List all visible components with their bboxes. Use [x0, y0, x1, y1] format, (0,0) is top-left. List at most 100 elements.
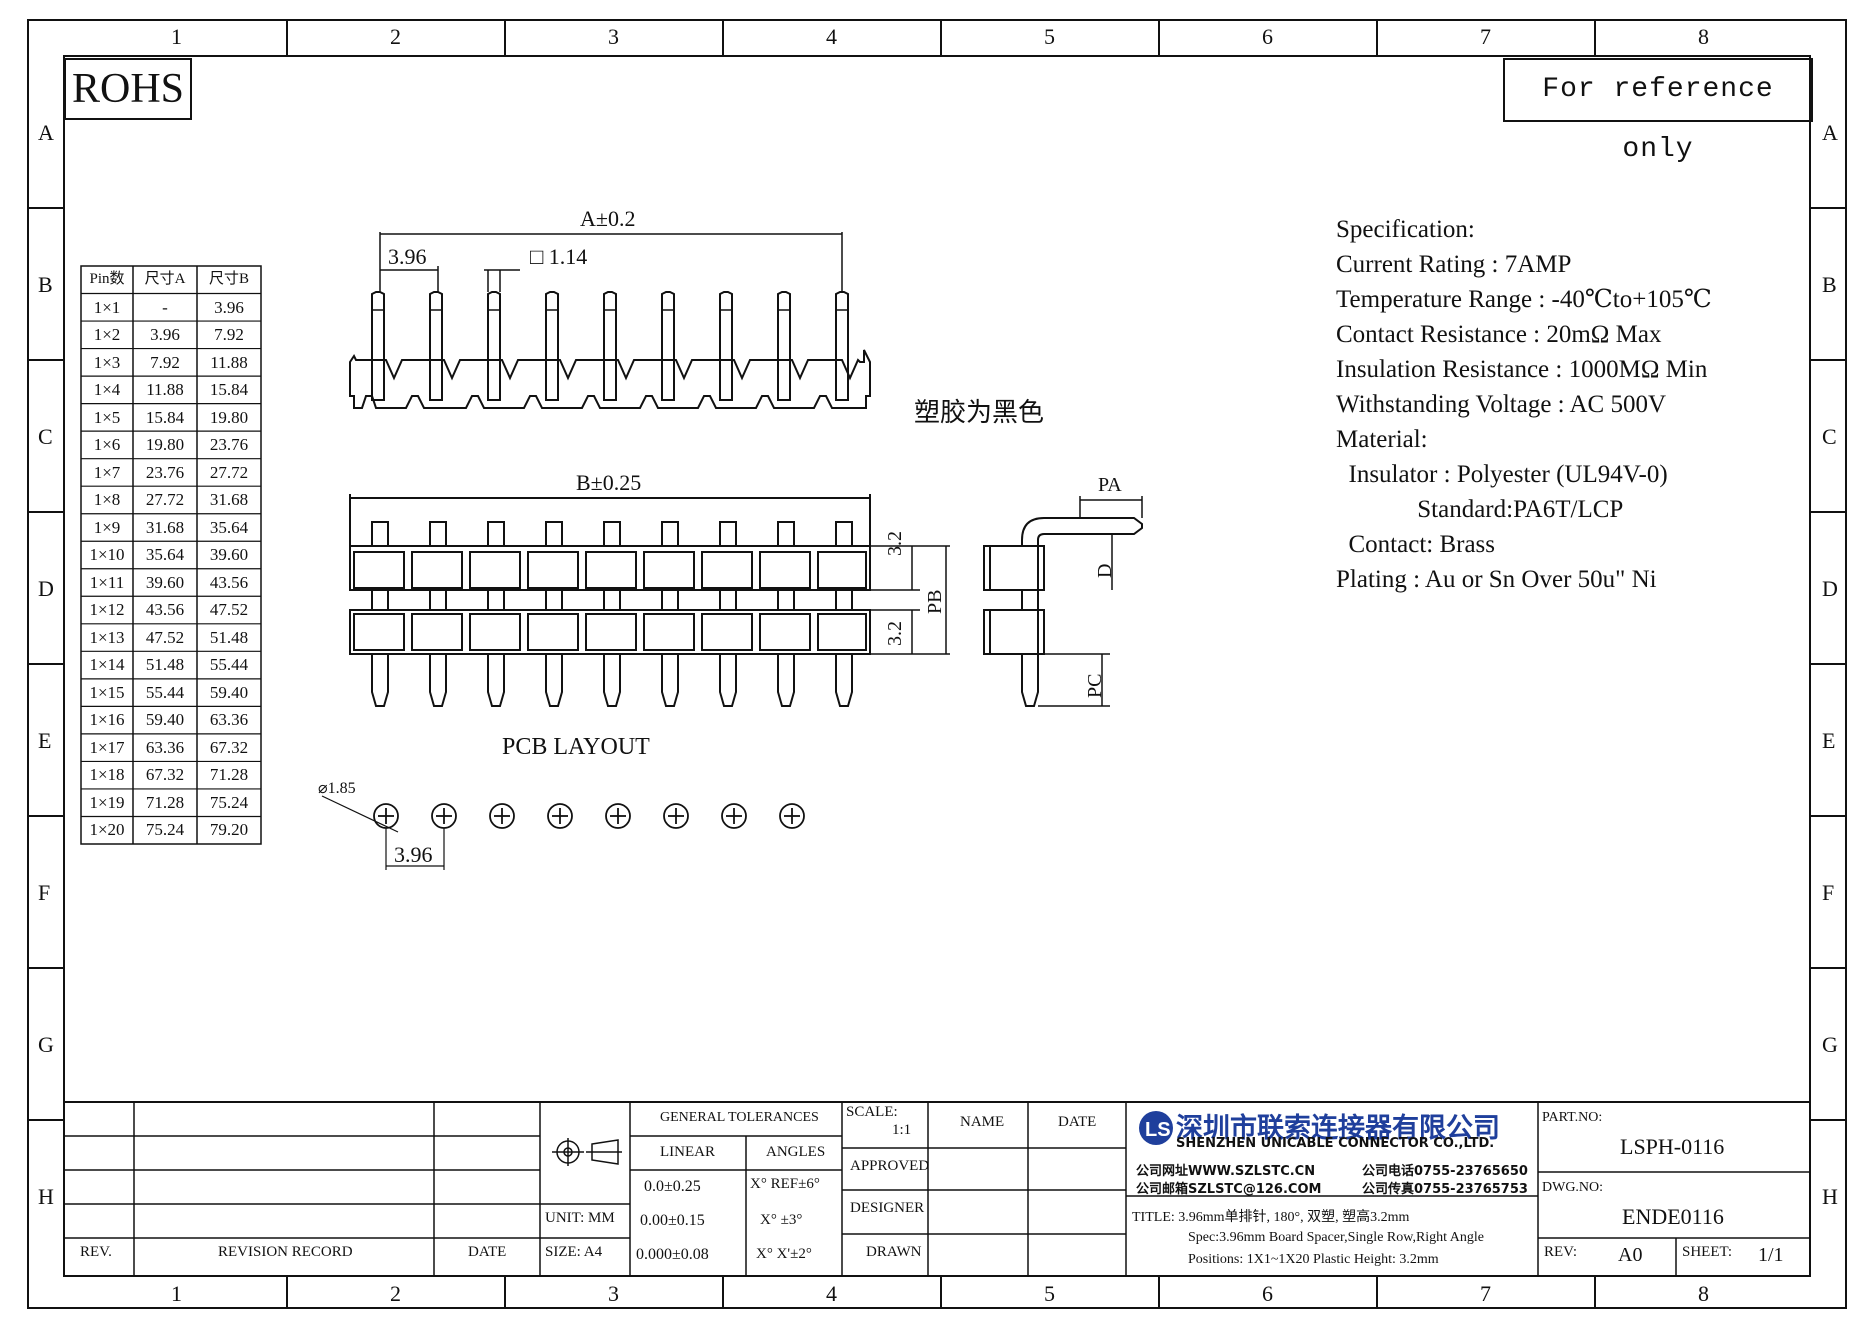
linear-header: LINEAR	[660, 1144, 715, 1160]
pin-table-cell: 1×15	[89, 682, 125, 702]
bottom-zone-col-3: 3	[608, 1281, 619, 1306]
drawing-title: TITLE: 3.96mm单排针, 180°, 双塑, 塑高3.2mm	[1132, 1210, 1410, 1225]
pin-table-cell: 1×2	[93, 325, 121, 345]
spec-line: Plating : Au or Sn Over 50u" Ni	[1336, 566, 1657, 593]
pin-table-cell: 11.88	[210, 352, 248, 372]
reference-badge: For reference only	[1503, 58, 1813, 165]
top-view	[349, 494, 871, 707]
drawing-positions-line: Positions: 1X1~1X20 Plastic Height: 3.2m…	[1188, 1252, 1439, 1267]
right-zone-row-E: E	[1822, 728, 1836, 753]
top-zone-col-3: 3	[608, 24, 619, 49]
pin-table-cell: 11.88	[146, 380, 184, 400]
top-zone-col-2: 2	[390, 24, 401, 49]
right-zone-row-B: B	[1822, 272, 1837, 297]
spec-line: Temperature Range : -40℃to+105℃	[1336, 286, 1712, 313]
top-zone-col-4: 4	[826, 24, 837, 49]
dwg-no-value: ENDE0116	[1622, 1204, 1724, 1229]
pcb-layout-holes	[321, 795, 805, 870]
dim-a-label: A±0.2	[580, 206, 636, 231]
dim-layout-pitch-label: 3.96	[394, 842, 433, 867]
pin-table-cell: 67.32	[145, 765, 185, 785]
inner-frame	[63, 55, 1811, 1277]
pin-table-cell: 67.32	[209, 737, 249, 757]
pin-table-cell: 59.40	[209, 682, 249, 702]
svg-text:LS: LS	[1145, 1119, 1171, 1141]
pin-table-cell: 35.64	[145, 545, 185, 565]
pin-table-cell: 7.92	[150, 352, 180, 372]
drawn-label: DRAWN	[866, 1244, 922, 1260]
top-zone-col-6: 6	[1262, 24, 1273, 49]
right-zone-row-G: G	[1822, 1032, 1838, 1057]
left-zone-row-C: C	[38, 424, 53, 449]
sheet-value: 1/1	[1758, 1244, 1784, 1266]
company-phone: 公司电话0755-23765650	[1362, 1164, 1528, 1179]
top-view-dimensions	[870, 545, 950, 655]
left-zone-row-D: D	[38, 576, 54, 601]
rev-value: A0	[1618, 1244, 1643, 1266]
bottom-zone-col-4: 4	[826, 1281, 837, 1306]
size-label: SIZE: A4	[545, 1244, 603, 1260]
part-no-value: LSPH-0116	[1620, 1134, 1725, 1159]
tolerance-angle-3: X° X'±2°	[756, 1246, 812, 1262]
left-zone-row-E: E	[38, 728, 52, 753]
pin-table-cell: 31.68	[145, 517, 185, 537]
zone-row-dividers	[28, 207, 1846, 1121]
tolerance-linear-3: 0.000±0.08	[636, 1246, 709, 1263]
plastic-color-note: 塑胶为黑色	[914, 398, 1045, 427]
sheet-label: SHEET:	[1682, 1244, 1733, 1260]
right-zone-row-A: A	[1822, 120, 1838, 145]
top-zone-col-5: 5	[1044, 24, 1055, 49]
pin-table-cell: 31.68	[209, 490, 249, 510]
pin-table-cell: 1×10	[89, 545, 125, 565]
right-zone-row-D: D	[1822, 576, 1838, 601]
dim-pc-label: PC	[1084, 673, 1106, 698]
company-email: 公司邮箱SZLSTC@126.COM	[1136, 1182, 1322, 1197]
pin-table-cell: 27.72	[145, 490, 185, 510]
angles-header: ANGLES	[766, 1144, 826, 1160]
spec-line: Specification:	[1336, 216, 1475, 243]
dim-d-label: D	[1094, 563, 1116, 578]
drawing-spec-line: Spec:3.96mm Board Spacer,Single Row,Righ…	[1188, 1230, 1485, 1245]
pin-table-cell: 1×14	[89, 655, 125, 675]
pin-table-cell: 59.40	[145, 710, 185, 730]
pin-table-cell: 63.36	[209, 710, 249, 730]
front-view	[349, 291, 871, 409]
unit-label: UNIT: MM	[545, 1210, 615, 1226]
rev-label: REV:	[1544, 1244, 1578, 1260]
pin-table-cell: 35.64	[209, 517, 249, 537]
pin-table-cell: 51.48	[209, 627, 249, 647]
pin-table-cell: 27.72	[209, 462, 249, 482]
pin-table-cell: 1×16	[89, 710, 125, 730]
dwg-no-label: DWG.NO:	[1542, 1180, 1604, 1195]
pin-table-cell: 3.96	[150, 325, 180, 345]
bottom-zone-col-6: 6	[1262, 1281, 1273, 1306]
approved-label: APPROVED	[850, 1158, 930, 1174]
scale-label: SCALE:	[846, 1104, 898, 1120]
pin-table-cell: 39.60	[209, 545, 249, 565]
top-zone-col-8: 8	[1698, 24, 1709, 49]
pin-table-cell: 1×18	[89, 765, 125, 785]
pin-table-cell: 47.52	[145, 627, 185, 647]
bottom-zone-col-2: 2	[390, 1281, 401, 1306]
company-fax: 公司传真0755-23765753	[1362, 1182, 1528, 1197]
left-zone-row-H: H	[38, 1184, 54, 1209]
tolerance-linear-1: 0.0±0.25	[644, 1178, 701, 1195]
pin-table-cell: 43.56	[209, 572, 249, 592]
pin-table-cell: 1×5	[93, 407, 121, 427]
part-no-label: PART.NO:	[1542, 1110, 1603, 1125]
pin-table-cell: 3.96	[214, 297, 244, 317]
pin-table-cell: 47.52	[209, 600, 249, 620]
zone-column-dividers	[286, 20, 1596, 1308]
pin-table-cell: 71.28	[145, 792, 185, 812]
pcb-layout-label: PCB LAYOUT	[502, 734, 650, 760]
pin-table-cell: 19.80	[209, 407, 249, 427]
side-view-dimensions	[1038, 496, 1143, 707]
pin-table-cell: 1×6	[93, 435, 121, 455]
pin-table-cell: 55.44	[209, 655, 249, 675]
pin-table-cell: 51.48	[145, 655, 185, 675]
pin-table-cell: 79.20	[209, 820, 249, 840]
pin-table-cell: 19.80	[145, 435, 185, 455]
top-zone-col-7: 7	[1480, 24, 1491, 49]
pin-table-header: 尺寸B	[208, 271, 249, 287]
dim-b-label: B±0.25	[576, 470, 642, 495]
